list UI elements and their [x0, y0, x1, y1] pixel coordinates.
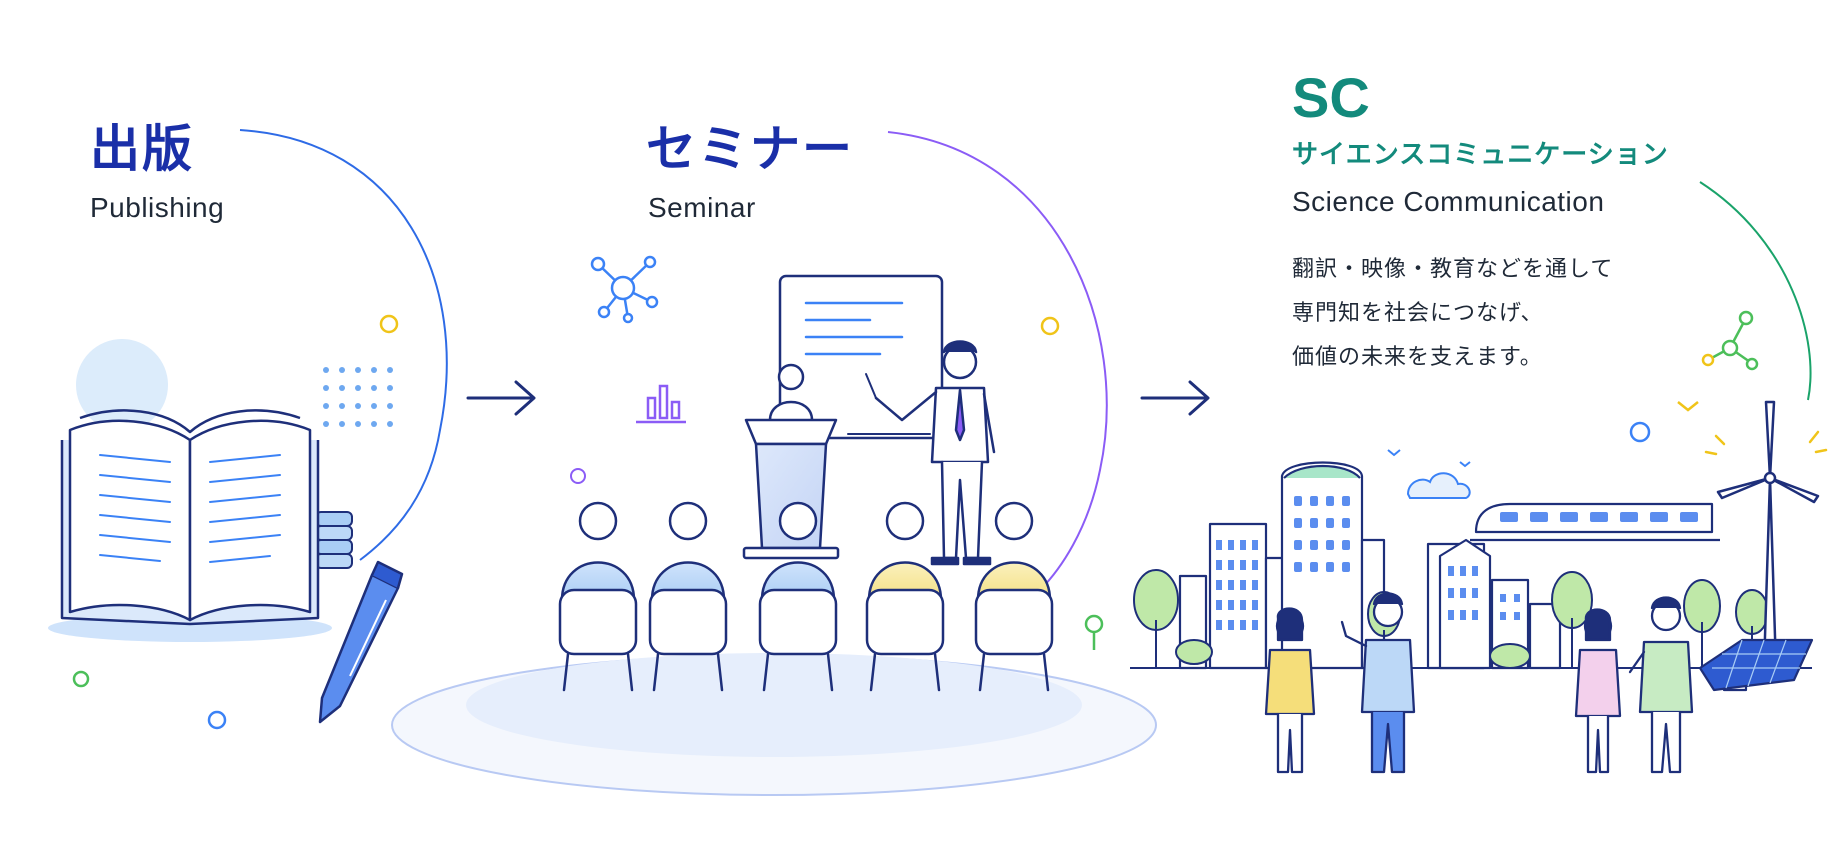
- presenter-icon: [847, 340, 996, 566]
- solar-panel-icon: [1698, 638, 1814, 692]
- decor-pin-green: [1084, 614, 1104, 650]
- sc-title-en: Science Communication: [1292, 186, 1605, 217]
- publishing-section: [48, 129, 536, 730]
- decor-ring-blue-2: [1629, 421, 1651, 443]
- sc-arc: [1699, 181, 1812, 401]
- sc-description: 翻訳・映像・教育などを通して 専門知を社会につなげ、 価値の未来を支えます。: [1292, 248, 1613, 380]
- arrow-right-icon-2: [1140, 380, 1210, 416]
- publishing-arc: [239, 129, 448, 561]
- stacked-books-icon: [315, 511, 353, 569]
- decor-ring-purple: [570, 468, 586, 484]
- molecule-icon: [1701, 310, 1759, 371]
- publishing-title-en: Publishing: [90, 192, 225, 223]
- city-buildings-icon: [1178, 461, 1562, 670]
- arrow-right-icon: [466, 380, 536, 416]
- decor-ring-blue: [207, 710, 227, 730]
- train-icon: [1470, 502, 1720, 542]
- whiteboard: [778, 274, 944, 440]
- dot-grid-icon: [323, 367, 393, 427]
- seminar-section: [391, 131, 1210, 796]
- people-group-icon: [1264, 592, 1694, 774]
- pen-icon: [318, 560, 404, 724]
- sc-section: [1130, 181, 1828, 774]
- sc-title-jp: サイエンスコミュニケーション: [1292, 140, 1669, 170]
- building-windows: [1216, 496, 1520, 630]
- decor-ring-yellow: [379, 314, 399, 334]
- cloud-icon: [1406, 472, 1471, 499]
- bar-chart-icon: [636, 384, 686, 424]
- sc-description-line-3: 価値の未来を支えます。: [1292, 345, 1543, 370]
- seminar-arc: [887, 131, 1108, 591]
- open-book-icon: [60, 409, 320, 626]
- seminar-title-jp: セミナー: [646, 120, 854, 178]
- sc-description-line-1: 翻訳・映像・教育などを通して: [1292, 257, 1614, 282]
- wind-turbine-icon: [1716, 400, 1820, 670]
- chairs: [558, 588, 1054, 692]
- decor-ring-green: [72, 670, 90, 688]
- seminar-title-en: Seminar: [648, 192, 756, 223]
- sun-rays: [1704, 430, 1828, 456]
- decor-ring-yellow-2: [1040, 316, 1060, 336]
- publishing-title-jp: 出版: [90, 120, 194, 178]
- decor-circle: [76, 339, 168, 431]
- book-text-lines: [99, 454, 281, 563]
- network-node-icon: [590, 255, 659, 324]
- sc-title-short: SC: [1292, 66, 1370, 129]
- sc-description-line-2: 専門知を社会につなげ、: [1292, 301, 1544, 326]
